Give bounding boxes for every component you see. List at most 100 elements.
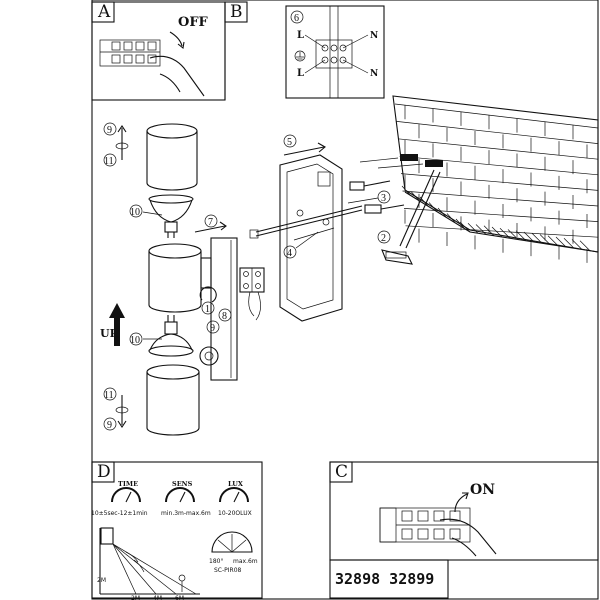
panel-d-letter: D (97, 462, 111, 482)
off-label: OFF (178, 15, 209, 30)
step-6-number: 6 (294, 13, 299, 24)
step-11a-circle (103, 153, 117, 167)
step-4-number: 4 (287, 248, 292, 259)
on-label: ON (470, 482, 495, 498)
person-icon (178, 574, 186, 582)
wall-plug-icon (425, 160, 443, 167)
brick-wall (359, 95, 599, 263)
wall-screws-icon (349, 180, 405, 214)
model-box (329, 559, 449, 599)
time-range: 10±5sec-12±1min (91, 510, 148, 517)
panel-c: C ON (329, 461, 599, 561)
lux-dial-icon (219, 487, 249, 503)
step-3-number: 3 (381, 193, 386, 204)
step-3-circle (377, 190, 391, 204)
wall-plug-icon (400, 154, 418, 161)
step-9a-circle (103, 122, 117, 136)
sheet-frame (91, 0, 599, 600)
long-screw-icon (249, 205, 363, 239)
detection-side-view (99, 527, 200, 595)
step-10a-number: 10 (130, 207, 140, 218)
panel-c-letter: C (335, 462, 348, 482)
model-numbers: 32898 32899 (335, 570, 434, 588)
time-title: TIME (118, 480, 138, 488)
step-7-circle (204, 214, 218, 228)
wiring-box (285, 5, 385, 99)
ground-tick-4m: 4M (153, 595, 162, 600)
step-10a-circle (129, 204, 143, 218)
wire-label-n1: N (370, 31, 378, 41)
step-5-circle (283, 134, 297, 148)
step-7-number: 7 (208, 217, 213, 228)
sensor-knob-icon (199, 286, 217, 303)
hand-icon (149, 55, 205, 97)
panel-a-letter-box (91, 1, 115, 23)
lamp-body (148, 237, 238, 381)
step-5-number: 5 (287, 137, 292, 148)
sens-title: SENS (172, 480, 193, 488)
angle-distance: max.6m (233, 558, 258, 565)
switch-terminal-on-icon (379, 507, 471, 543)
panel-a: A OFF (91, 1, 226, 101)
panel-d: D TIME 10±5sec-12±1min SENS min.3m-max.6… (91, 461, 263, 600)
bottom-glass-shade (146, 364, 200, 436)
terminal-strip-icon (239, 267, 265, 321)
wire-label-l2: L (297, 68, 304, 79)
panel-b-letter: B (230, 2, 243, 22)
angle-zone: SC-PIR08 (214, 567, 242, 574)
ground-tick-6m: 6M (175, 595, 184, 600)
step-9a-number: 9 (107, 125, 112, 136)
detection-angle-icon (211, 531, 253, 553)
time-dial-icon (111, 487, 141, 503)
ground-icon (294, 50, 306, 62)
step-9c-circle (103, 417, 117, 431)
up-label: UP (100, 327, 118, 340)
panel-d-letter-box (91, 461, 115, 483)
step-10b-circle (129, 332, 143, 346)
up-arrow-icon (109, 303, 125, 346)
step-5-arrow-icon (283, 146, 325, 156)
sens-range: min.3m-max.6m (161, 510, 211, 517)
sens-dial-icon (165, 487, 195, 503)
mounting-plate (279, 154, 343, 322)
sensor-dial-icon (199, 346, 219, 366)
step-8-number: 8 (222, 311, 227, 322)
lux-range: 10-20OLUX (218, 510, 252, 517)
wire-label-l1: L (297, 30, 304, 41)
top-bulb-icon (148, 194, 194, 238)
switch-terminal-icon (99, 39, 161, 67)
angle-degrees: 180° (209, 558, 223, 565)
hand-on-icon (439, 518, 497, 557)
step-4-circle (283, 245, 297, 259)
step-11a-number: 11 (104, 156, 114, 167)
on-arrow-icon (454, 493, 468, 513)
drill-icon (381, 169, 441, 265)
panel-a-letter: A (97, 2, 111, 22)
step-11b-number: 11 (104, 390, 114, 401)
lux-title: LUX (228, 480, 244, 488)
step-9b-number: 9 (210, 323, 215, 334)
wire-label-n2: N (370, 69, 378, 79)
panel-b: B 6 L L N N (224, 1, 385, 99)
main-assembly: 9 11 10 7 (100, 122, 265, 436)
step-9c-number: 9 (107, 420, 112, 431)
step-10b-number: 10 (130, 335, 140, 346)
step-9b-circle (206, 320, 220, 334)
bottom-bulb-icon (148, 315, 194, 357)
step-2-circle (377, 230, 391, 244)
step-11b-circle (103, 387, 117, 401)
off-arrow-icon (169, 31, 183, 47)
connector-block (315, 39, 353, 69)
step-1-number: 1 (205, 304, 210, 315)
step-6-circle (290, 10, 304, 24)
step-7-arrow-icon (194, 225, 226, 233)
step-1-circle (201, 301, 215, 315)
panel-c-letter-box (329, 461, 353, 483)
wall-plate (210, 237, 238, 381)
mount-height: 2M (97, 577, 106, 584)
ground-tick-2m: 2M (131, 595, 140, 600)
step-2-number: 2 (381, 233, 386, 244)
top-glass-shade (146, 123, 198, 191)
step-8-circle (218, 308, 232, 322)
